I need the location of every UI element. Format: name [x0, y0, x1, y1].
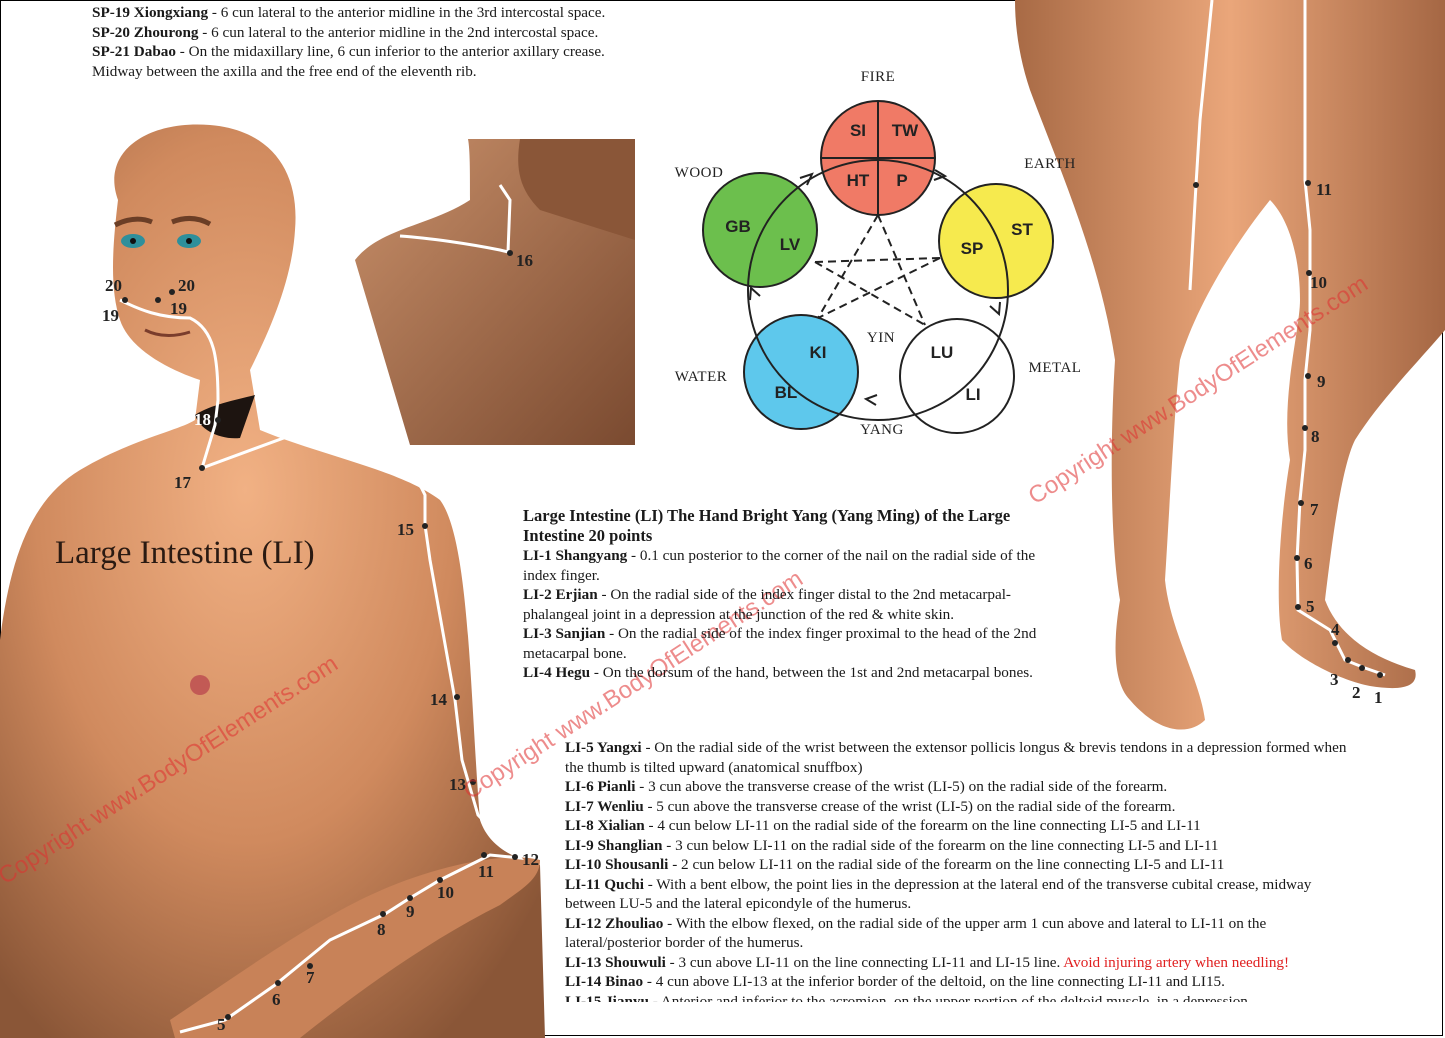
- torso-title: Large Intestine (LI): [55, 535, 315, 571]
- organ-gb: GB: [725, 217, 751, 236]
- arm-point-13: 13: [449, 775, 466, 794]
- arm-point-14: 14: [430, 690, 447, 709]
- li-point-14: LI-14 Binao - 4 cun above LI-13 at the i…: [565, 973, 1225, 990]
- li-13-warning: Avoid injuring artery when needling!: [1063, 953, 1290, 971]
- organ-tw: TW: [892, 121, 919, 140]
- face-point-19-right: 19: [170, 299, 187, 318]
- neck-point-18: 18: [194, 410, 211, 429]
- arm-point-6: 6: [272, 990, 281, 1009]
- leg-point-4: 4: [1331, 620, 1340, 639]
- leg-point-5: 5: [1306, 597, 1315, 616]
- leg-figure: [1015, 0, 1445, 730]
- organ-si: SI: [850, 121, 866, 140]
- li-point-11: LI-11 Quchi - With a bent elbow, the poi…: [565, 875, 1312, 893]
- leg-point-3: 3: [1330, 670, 1339, 689]
- li-point-1: LI-1 Shangyang - 0.1 cun posterior to th…: [523, 547, 1036, 584]
- leg-point-2: 2: [1352, 683, 1361, 702]
- li-point-3: LI-3 Sanjian - On the radial side of the…: [523, 625, 1037, 662]
- fire-label: FIRE: [861, 69, 896, 85]
- metal-label: METAL: [1029, 360, 1082, 376]
- li-point-10: LI-10 Shousanli - 2 cun below LI-11 on t…: [565, 856, 1225, 873]
- leg-point-1: 1: [1374, 688, 1383, 707]
- arm-point-10: 10: [437, 883, 454, 902]
- organ-sp: SP: [961, 239, 984, 258]
- yang-label: YANG: [860, 422, 904, 438]
- organ-ht: HT: [847, 171, 870, 190]
- organ-ki: KI: [810, 343, 827, 362]
- organ-lu: LU: [931, 343, 954, 362]
- sp-point-20: SP-20 Zhourong - 6 cun lateral to the an…: [92, 23, 599, 41]
- arm-point-7: 7: [306, 968, 315, 987]
- organ-st: ST: [1011, 220, 1033, 239]
- face-point-20-left: 20: [105, 276, 122, 295]
- li-point-5: LI-5 Yangxi - On the radial side of the …: [565, 739, 1347, 776]
- li-heading: Large Intestine (LI) The Hand Bright Yan…: [523, 506, 1011, 545]
- li-point-9: LI-9 Shanglian - 3 cun below LI-11 on th…: [565, 836, 1219, 854]
- li-section-a: Large Intestine (LI) The Hand Bright Yan…: [523, 506, 1068, 683]
- earth-label: EARTH: [1024, 156, 1076, 172]
- organ-lv: LV: [780, 235, 801, 254]
- organ-p: P: [896, 171, 907, 190]
- li-point-13: LI-13 Shouwuli - 3 cun above LI-11 on th…: [565, 953, 1290, 971]
- organ-li: LI: [965, 385, 980, 404]
- wood-label: WOOD: [675, 165, 724, 181]
- water-label: WATER: [675, 369, 728, 385]
- five-elements-diagram: FIRE EARTH METAL WATER WOOD YIN YANG SI …: [675, 69, 1082, 438]
- leg-point-11: 11: [1316, 180, 1333, 199]
- sp-point-19: SP-19 Xiongxiang - 6 cun lateral to the …: [92, 4, 606, 21]
- arm-point-8: 8: [377, 920, 386, 939]
- leg-point-8: 8: [1311, 427, 1320, 446]
- shoulder-point-16: 16: [516, 251, 533, 270]
- li-point-11-cont: between LU-5 and the lateral epicondyle …: [565, 895, 912, 912]
- shoulder-inset: [355, 139, 635, 445]
- li-section-b: LI-5 Yangxi - On the radial side of the …: [565, 738, 1355, 1002]
- leg-point-9: 9: [1317, 372, 1326, 391]
- sp-point-21: SP-21 Dabao - On the midaxillary line, 6…: [92, 43, 605, 60]
- sp-points-block: SP-19 Xiongxiang - 6 cun lateral to the …: [92, 3, 712, 81]
- torso-figure: [0, 124, 545, 1038]
- sp-extra-line: Midway between the axilla and the free e…: [92, 62, 477, 80]
- li-point-2: LI-2 Erjian - On the radial side of the …: [523, 586, 1011, 623]
- face-point-20-right: 20: [178, 276, 195, 295]
- arm-point-9: 9: [406, 902, 415, 921]
- arm-point-5: 5: [217, 1015, 226, 1034]
- face-point-19-left: 19: [102, 306, 119, 325]
- li-point-15: LI-15 Jianyu - Anterior and inferior to …: [565, 992, 1248, 1002]
- leg-point-6: 6: [1304, 554, 1313, 573]
- leg-point-10: 10: [1310, 273, 1327, 292]
- leg-point-7: 7: [1310, 500, 1319, 519]
- yin-label: YIN: [867, 330, 895, 346]
- li-point-4: LI-4 Hegu - On the dorsum of the hand, b…: [523, 664, 1033, 681]
- li-point-12: LI-12 Zhouliao - With the elbow flexed, …: [565, 914, 1267, 952]
- li-point-8: LI-8 Xialian - 4 cun below LI-11 on the …: [565, 817, 1201, 834]
- neck-point-17: 17: [174, 473, 191, 492]
- arm-point-15: 15: [397, 520, 414, 539]
- organ-bl: BL: [775, 383, 798, 402]
- li-point-7: LI-7 Wenliu - 5 cun above the transverse…: [565, 797, 1176, 815]
- arm-point-12: 12: [522, 850, 539, 869]
- li-point-6: LI-6 Pianli - 3 cun above the transverse…: [565, 778, 1168, 795]
- arm-point-11: 11: [478, 862, 495, 881]
